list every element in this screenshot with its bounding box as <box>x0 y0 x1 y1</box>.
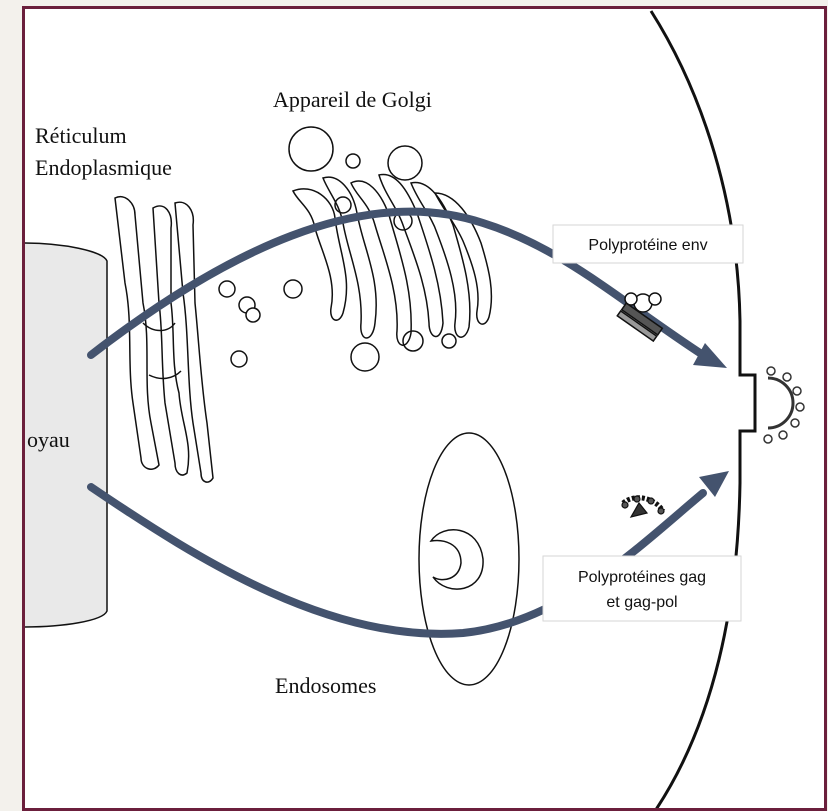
endosomes-label: Endosomes <box>275 673 376 698</box>
nucleus: oyau <box>25 243 107 627</box>
env-label: Polyprotéine env <box>588 237 707 254</box>
nucleus-label: oyau <box>27 427 70 452</box>
env-label-box: Polyprotéine env <box>553 225 743 263</box>
gag-protein-icon <box>622 496 664 517</box>
cell-diagram: oyau <box>25 9 827 811</box>
gag-label-line2: et gag-pol <box>606 594 677 611</box>
reticulum-label-line2: Endoplasmique <box>35 155 172 180</box>
gag-label-line1: Polyprotéines gag <box>578 569 706 586</box>
cell-membrane <box>651 11 755 811</box>
diagram-frame: oyau <box>22 6 827 811</box>
golgi-apparatus <box>289 127 491 371</box>
budding-virion <box>764 367 804 443</box>
golgi-label: Appareil de Golgi <box>273 87 432 112</box>
reticulum-label-line1: Réticulum <box>35 123 127 148</box>
endoplasmic-reticulum <box>115 197 213 482</box>
gag-label-box: Polyprotéines gag et gag-pol <box>543 556 741 621</box>
endosome <box>419 433 519 685</box>
vesicles <box>219 280 302 367</box>
